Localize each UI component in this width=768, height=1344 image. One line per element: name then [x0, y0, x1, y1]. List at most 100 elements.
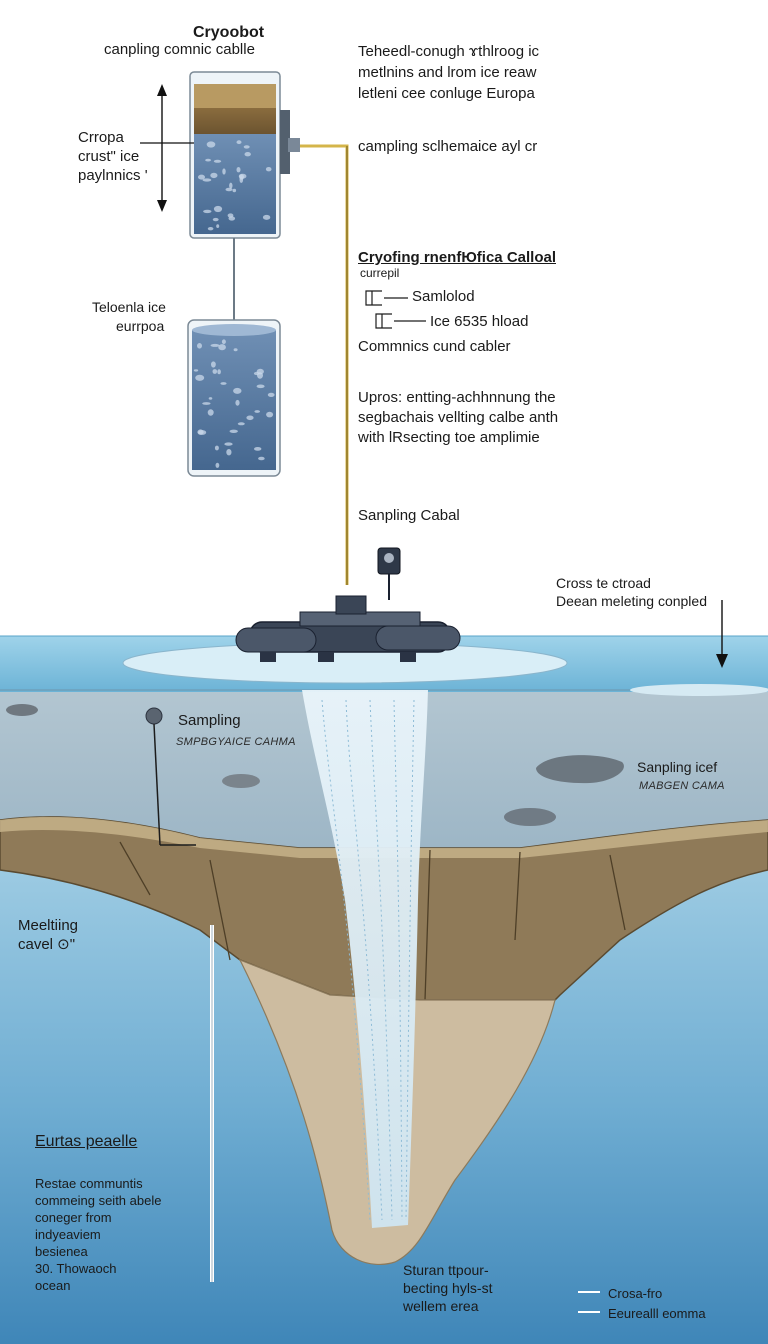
- bubble: [229, 182, 233, 189]
- left-callout: Crropa crust" ice paylnnics ': [78, 128, 148, 185]
- top-right-text: Teheedl-conugh ɤthlroog ic metlnins and …: [358, 41, 539, 104]
- bubble: [206, 141, 216, 148]
- left-mid-line: eurrpoa: [116, 318, 165, 334]
- legend-item-1: Samlolod: [412, 288, 475, 305]
- melting-label-line: Meeltiing: [18, 917, 79, 934]
- bubble: [246, 415, 254, 421]
- ocean-text-line: coneger from: [35, 1210, 112, 1225]
- surface-arrow: [716, 654, 728, 668]
- bubble: [205, 158, 212, 162]
- bubble: [213, 159, 222, 163]
- bubble: [213, 205, 223, 213]
- bubble: [197, 343, 202, 349]
- bubble: [267, 392, 275, 397]
- bubble: [224, 442, 233, 446]
- bottom-center-text: Sturan ttpour- becting hyls-st wellem er…: [403, 1261, 492, 1315]
- sampling-schematic-label: campling sclhemaice ayl cr: [358, 138, 538, 155]
- bubble: [266, 411, 274, 418]
- ice-rock: [536, 755, 624, 784]
- bubble: [214, 445, 219, 451]
- ocean-text-line: besienea: [35, 1244, 88, 1259]
- bubble: [221, 339, 226, 345]
- ocean-text-line: 30. Thowaoch: [35, 1261, 117, 1276]
- bubble: [218, 344, 226, 351]
- bubble: [217, 369, 221, 375]
- surface-label-line: Cross te ctroad: [556, 575, 651, 591]
- description-line: segbachais vellting calbe anth: [358, 409, 559, 426]
- bottom-legend-2: Eeurealll eomma: [608, 1306, 706, 1321]
- ocean-text-line: Restae communtis: [35, 1176, 143, 1191]
- bubble: [233, 387, 242, 394]
- bubble: [212, 369, 218, 374]
- description-line: Upros: entting-achhnnung the: [358, 389, 556, 406]
- ocean-text-line: ocean: [35, 1278, 71, 1293]
- legend-item-2: Ice 6535 hload: [430, 313, 529, 330]
- bubble: [198, 174, 205, 180]
- bubble: [254, 410, 260, 413]
- bubble: [216, 224, 220, 229]
- bubble: [222, 168, 226, 175]
- bubble: [197, 429, 204, 435]
- left-callout-line: crust" ice: [78, 148, 140, 165]
- bottom-center-line: Sturan ttpour-: [403, 1262, 489, 1278]
- bubble: [220, 382, 227, 385]
- bubble: [257, 372, 263, 379]
- bubble: [202, 402, 211, 405]
- top-right-line: letleni cee conluge Europa: [358, 85, 535, 102]
- ice-rock: [6, 704, 38, 716]
- sampling-label-left: Sampling: [178, 712, 241, 729]
- bubble: [237, 422, 245, 426]
- bubble: [236, 140, 242, 145]
- ocean-text: Restae communtis commeing seith abele co…: [35, 1175, 161, 1294]
- bubble: [235, 399, 240, 406]
- bubble: [193, 369, 199, 372]
- bubble: [226, 449, 232, 456]
- sampling-sub-right: MABGEN CAMA: [639, 780, 725, 792]
- surface-label-line: Deean meleting conpled: [556, 593, 707, 609]
- bubble: [207, 227, 214, 231]
- ice-rock: [504, 808, 556, 826]
- bubble: [229, 429, 238, 433]
- top-right-line: metlnins and lrom ice reaw: [358, 64, 537, 81]
- bubble: [258, 456, 265, 461]
- left-mid-label: Teloenla ice eurrpoa: [92, 298, 166, 336]
- bubble: [262, 214, 271, 220]
- title-line2: canpling comnic cablle: [104, 41, 255, 58]
- ice-rock: [222, 774, 260, 788]
- cryobot-vehicle: [235, 547, 461, 662]
- bubble: [254, 447, 262, 451]
- title-line1: Cryoobot: [193, 24, 265, 41]
- left-callout-line: paylnnics ': [78, 167, 148, 184]
- legend-sub: currepil: [360, 266, 400, 280]
- core-sample-cylinder: [189, 71, 300, 239]
- description: Upros: entting-achhnnung the segbachais …: [358, 388, 558, 448]
- meltwater-cylinder: [187, 319, 281, 477]
- bottom-center-line: becting hyls-st: [403, 1280, 493, 1296]
- bubble: [195, 374, 205, 381]
- sampling-label-right: Sanpling icef: [637, 759, 718, 775]
- bubble: [210, 343, 220, 347]
- surface-label: Cross te ctroad Deean meleting conpled: [556, 574, 707, 610]
- bubble: [265, 167, 272, 172]
- melt-channel: [302, 690, 428, 1228]
- ocean-text-line: commeing seith abele: [35, 1193, 162, 1208]
- bubble: [202, 178, 212, 182]
- bubble: [207, 409, 214, 416]
- left-callout-line: Crropa: [78, 129, 124, 146]
- bottom-center-line: wellem erea: [403, 1298, 479, 1314]
- bottom-legend-1: Crosa-fro: [608, 1286, 663, 1301]
- bubble: [215, 462, 220, 468]
- bubble: [256, 384, 265, 389]
- ocean-heading: Eurtas peaelle: [35, 1133, 138, 1150]
- bubble: [210, 172, 218, 179]
- bubble: [208, 397, 213, 400]
- melting-label: Meeltiing cavel ⊙": [18, 916, 78, 954]
- top-right-line: Teheedl-conugh ɤthlroog ic: [358, 43, 540, 60]
- description-line: with lRsecting toe amplimie: [358, 429, 540, 446]
- melting-label-line: cavel ⊙": [18, 936, 76, 953]
- sampling-sub-left: SMPBGYAICE CAHMA: [176, 736, 296, 748]
- bubble: [212, 217, 219, 222]
- bubble: [211, 361, 216, 368]
- bubble: [243, 145, 250, 149]
- bubble: [203, 209, 212, 214]
